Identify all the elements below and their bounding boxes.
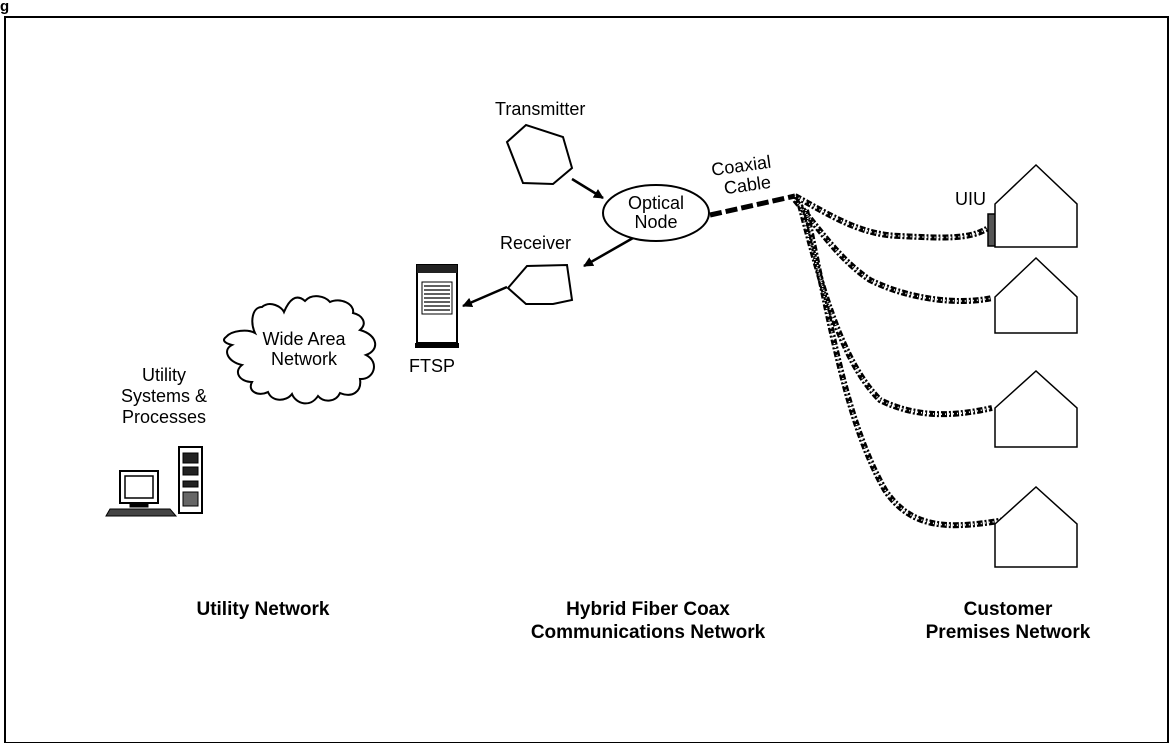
ftsp-rack-icon [415, 264, 459, 348]
coaxial-cable-label: Coaxial Cable [710, 151, 773, 199]
optical-node [602, 184, 710, 242]
house-3 [994, 369, 1078, 448]
coax-branch-4 [803, 209, 1023, 529]
house-4 [994, 485, 1078, 568]
header-fragment: g [0, 0, 10, 15]
optical-node-label: Optical Node [627, 193, 685, 232]
transmitter-to-node-arrow [571, 177, 604, 200]
ftsp-label: FTSP [409, 356, 456, 376]
utility-systems-label: Utility Systems & Processes [120, 365, 208, 427]
diagram-border [4, 16, 1169, 743]
node-to-receiver-arrow [583, 236, 634, 268]
server-tower-icon [178, 446, 203, 514]
hfc-network-title: Hybrid Fiber Coax Communications Network [530, 599, 766, 643]
wan-cloud-icon [223, 295, 376, 405]
wan-label: Wide Area Network [262, 329, 346, 369]
computer-icon [105, 470, 178, 517]
transmitter-icon [505, 123, 574, 186]
house-1 [994, 163, 1078, 248]
coaxial-cable-trunk [709, 193, 796, 218]
receiver-icon [506, 263, 574, 305]
house-2 [994, 256, 1078, 334]
transmitter-label: Transmitter [495, 99, 586, 119]
receiver-label: Receiver [500, 233, 572, 253]
receiver-to-ftsp-arrow [462, 285, 508, 308]
customer-network-title: Customer Premises Network [925, 599, 1091, 643]
utility-network-title: Utility Network [196, 599, 330, 620]
uiu-label: UIU [955, 189, 986, 209]
